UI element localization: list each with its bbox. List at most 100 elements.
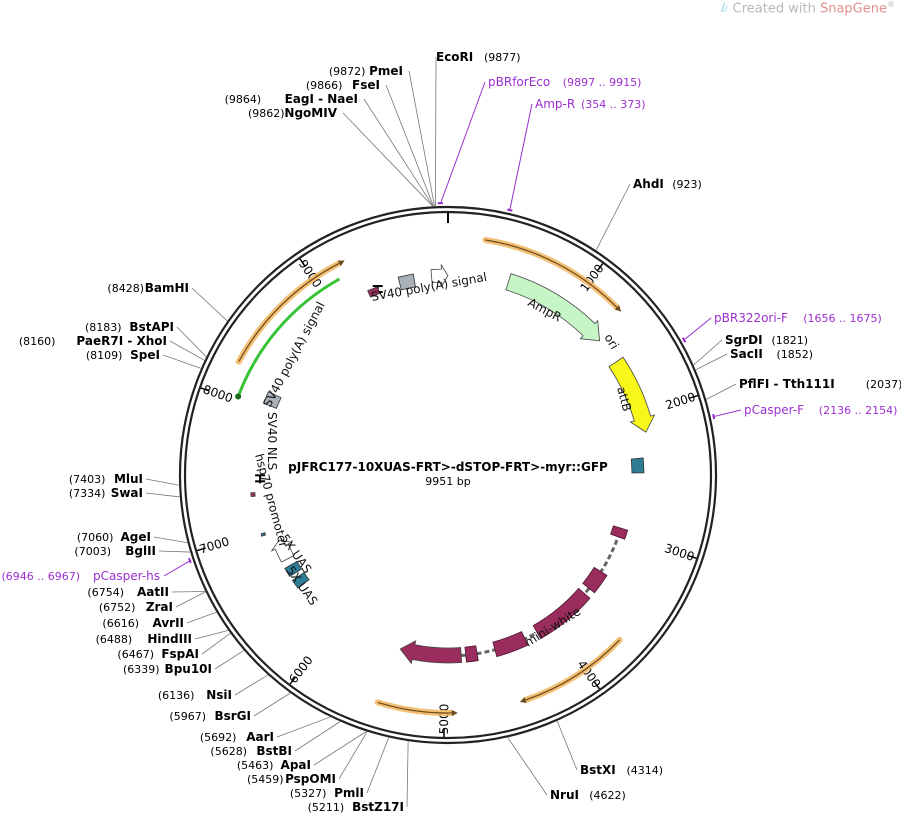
restriction-site[interactable]: ZraI(6752) — [99, 591, 206, 614]
orf-arrowhead — [451, 709, 458, 716]
miniwhite-exon-3 — [532, 587, 591, 640]
backbone-layer — [178, 205, 718, 745]
primer[interactable]: pBR322ori-F(1656 .. 1675) — [681, 311, 882, 343]
primer-name: pBRforEco — [488, 75, 550, 89]
orf-line — [238, 262, 340, 362]
site-leader-line — [186, 611, 217, 624]
primer-name: pBR322ori-F — [714, 311, 788, 325]
site-name: MluI — [114, 472, 143, 486]
site-name: Bpu10I — [165, 662, 212, 676]
restriction-site[interactable]: SwaI(7334) — [69, 486, 180, 500]
tick-mark — [200, 387, 210, 392]
restriction-site[interactable]: SgrDI (1821) — [693, 333, 809, 366]
tick-label: 5000 — [437, 704, 451, 735]
site-name: AgeI — [121, 530, 151, 544]
restriction-site[interactable]: BstZ17I(5211) — [308, 741, 409, 814]
primer[interactable]: pCasper-hs(6946 .. 6967) — [1, 557, 192, 583]
site-name: SgrDI — [725, 333, 763, 347]
site-position: (923) — [672, 178, 702, 191]
tick-mark — [593, 681, 600, 690]
feature-label-ori: ori — [601, 331, 621, 352]
restriction-site[interactable]: MluI(7403) — [69, 472, 180, 486]
site-name: SpeI — [130, 348, 160, 362]
site-position: (4622) — [589, 789, 626, 802]
restriction-site[interactable]: FseI (9866) — [306, 78, 434, 207]
restriction-site[interactable]: SpeI (8109) — [86, 348, 202, 369]
restriction-site[interactable]: ApaI(5463) — [237, 731, 367, 772]
site-leader-line — [194, 629, 229, 640]
primer-layer: pBRforEco(9897 .. 9915)Amp-R(354 .. 373)… — [1, 75, 897, 583]
restriction-site[interactable]: NruI(4622) — [507, 737, 626, 802]
primer[interactable]: Amp-R(354 .. 373) — [507, 97, 646, 212]
restriction-site[interactable]: SacII(1852) — [695, 347, 813, 371]
site-name: PspOMI — [285, 772, 336, 786]
site-position: (6488) — [96, 633, 133, 646]
restriction-site[interactable]: PaeR7I - XhoI(8160) — [19, 334, 205, 361]
restriction-site[interactable]: EcoRI(9877) — [435, 50, 521, 207]
site-position: (6754) — [87, 586, 124, 599]
restriction-site[interactable]: HindIII(6488) — [96, 629, 229, 646]
restriction-site[interactable]: BamHI(8428) — [107, 281, 228, 322]
site-position: (5459) — [247, 773, 284, 786]
site-position: (9866) — [306, 79, 343, 92]
site-leader-line — [342, 112, 434, 207]
site-leader-line — [162, 354, 202, 369]
restriction-site[interactable]: BstAPI(8183) — [85, 320, 207, 358]
feature-hsp70-promoter — [270, 539, 295, 563]
orf-arrowhead — [614, 305, 622, 312]
restriction-site[interactable]: FspAI (6467) — [117, 632, 231, 661]
restriction-site[interactable]: NgoMIV(9862) — [248, 106, 434, 207]
site-position: (6616) — [102, 617, 139, 630]
restriction-site[interactable]: AarI(5692) — [200, 716, 331, 744]
site-name: NsiI — [206, 688, 232, 702]
site-position: (6339) — [123, 663, 160, 676]
site-position: (1821) — [772, 334, 809, 347]
site-leader-line — [201, 632, 231, 655]
feature-sv40-nls — [250, 492, 256, 498]
primer-name: pCasper-F — [744, 403, 804, 417]
restriction-site[interactable]: PmlI(5327) — [290, 737, 390, 800]
site-position: (6467) — [117, 648, 154, 661]
primer-binding-mark — [188, 557, 192, 564]
restriction-site[interactable]: AatII(6754) — [87, 585, 206, 599]
tick-label: 6000 — [286, 653, 316, 686]
restriction-site[interactable]: Bpu10I (6339) — [123, 649, 245, 676]
restriction-site[interactable]: AhdI(923) — [595, 177, 702, 251]
feature-ampr — [505, 273, 601, 342]
site-leader-line — [435, 56, 437, 207]
site-position: (8109) — [86, 349, 123, 362]
restriction-site[interactable]: PflFI - Tth111I(2037) — [705, 377, 901, 400]
restriction-site[interactable]: NsiI(6136) — [158, 674, 269, 702]
tick-mark — [196, 547, 206, 552]
site-name: FseI — [352, 78, 380, 92]
restriction-site[interactable]: BstXI(4314) — [556, 720, 663, 777]
site-name: PflFI - Tth111I — [739, 377, 835, 391]
site-leader-line — [313, 731, 367, 766]
site-leader-line — [363, 98, 434, 207]
feature-myr-gfp — [236, 277, 341, 398]
site-leader-line — [695, 353, 728, 371]
restriction-site[interactable]: PspOMI(5459) — [247, 731, 368, 786]
primer[interactable]: pCasper-F (2136 .. 2154) — [712, 403, 898, 420]
restriction-site[interactable]: EagI - NaeI(9864) — [225, 92, 434, 207]
primer[interactable]: pBRforEco(9897 .. 9915) — [437, 75, 642, 205]
site-name: EagI - NaeI — [285, 92, 358, 106]
site-position: (7060) — [77, 531, 114, 544]
feature-label-attb: attB — [614, 385, 634, 413]
restriction-site[interactable]: PmeI(9872) — [329, 64, 435, 207]
feature-label-sv40nls: SV40 NLS — [265, 412, 279, 470]
site-name: FspAI — [161, 647, 199, 661]
feature-ori — [608, 356, 656, 433]
site-position: (5327) — [290, 787, 327, 800]
site-position: (5211) — [308, 801, 345, 814]
site-leader-line — [294, 721, 341, 752]
site-name: AarI — [246, 730, 274, 744]
restriction-site[interactable]: BglII(7003) — [74, 544, 191, 558]
restriction-site[interactable]: BstBI(5628) — [210, 721, 341, 758]
restriction-site[interactable]: AgeI (7060) — [77, 530, 188, 544]
primer-range: (2136 .. 2154) — [819, 404, 898, 417]
site-name: SwaI — [111, 486, 143, 500]
restriction-site[interactable]: BsrGI(5967) — [169, 692, 291, 723]
restriction-site[interactable]: AvrII(6616) — [102, 611, 217, 630]
